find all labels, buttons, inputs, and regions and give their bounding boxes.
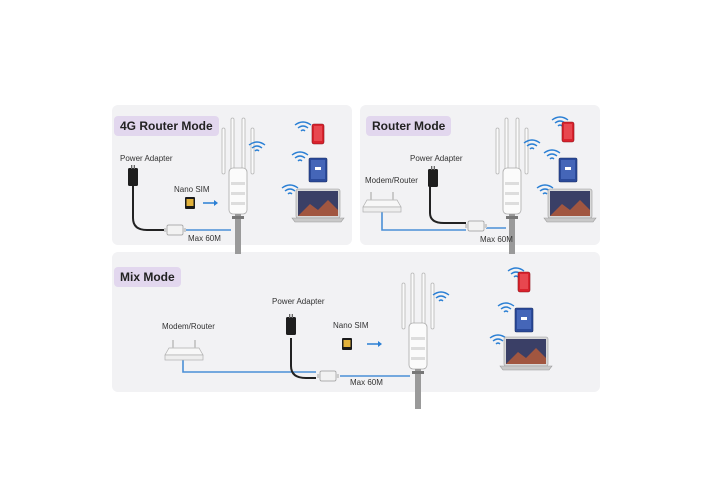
poe-injector-icon [464,220,488,232]
nano-sim-label: Nano SIM [333,321,369,330]
poe-injector-icon [163,224,187,236]
tablet-icon [514,307,534,333]
power-adapter-icon [128,165,138,186]
power-adapter-icon [286,314,296,335]
mode-title-mix: Mix Mode [114,267,181,287]
diagram-4g-router-mode [128,117,345,255]
ethernet-cable [182,360,316,373]
power-adapter-label: Power Adapter [120,154,173,163]
diagram-router-mode [362,116,597,255]
arrow-right-icon [366,340,383,348]
power-cable [132,182,164,231]
ethernet-cable [381,210,466,231]
wifi-signal-icon [432,291,450,302]
outdoor-router-icon [221,117,255,255]
outdoor-router-icon [401,272,435,410]
wifi-signal-icon [281,184,299,195]
laptop-icon [543,188,597,223]
max-distance-label: Max 60M [350,378,383,387]
mode-title-4g-router: 4G Router Mode [114,116,219,136]
arrow-right-icon [202,199,219,207]
power-adapter-icon [428,166,438,187]
diagram-mix-mode [164,267,553,410]
wifi-signal-icon [291,151,309,162]
max-distance-label: Max 60M [188,234,221,243]
phone-icon [561,121,575,143]
power-adapter-label: Power Adapter [410,154,463,163]
power-adapter-label: Power Adapter [272,297,325,306]
laptop-icon [291,188,345,223]
wifi-signal-icon [489,334,507,345]
modem-router-icon [362,191,402,213]
outdoor-router-icon [495,117,529,255]
power-cable [429,185,466,224]
poe-injector-icon [316,370,340,382]
wifi-signal-icon [543,149,561,160]
phone-icon [311,123,325,145]
tablet-icon [558,157,578,183]
modem-router-icon [164,339,204,361]
modem-router-label: Modem/Router [365,176,418,185]
max-distance-label: Max 60M [480,235,513,244]
sim-card-icon [342,338,352,350]
wifi-signal-icon [294,121,312,132]
laptop-icon [499,336,553,371]
power-cable [290,338,316,379]
wifi-signal-icon [497,302,515,313]
nano-sim-label: Nano SIM [174,185,210,194]
mode-title-router: Router Mode [366,116,452,136]
sim-card-icon [185,197,195,209]
modem-router-label: Modem/Router [162,322,215,331]
phone-icon [517,271,531,293]
tablet-icon [308,157,328,183]
